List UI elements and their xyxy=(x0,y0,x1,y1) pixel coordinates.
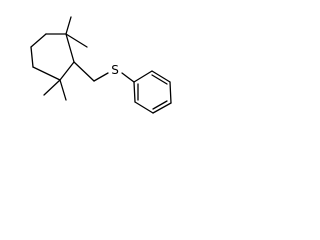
chain-bond xyxy=(73,61,95,82)
methyl-bond xyxy=(43,79,61,96)
methyl-bond xyxy=(59,79,67,101)
ring-bond xyxy=(133,81,136,103)
sulfur-atom-label: S xyxy=(111,63,119,77)
ring-bond xyxy=(169,81,172,104)
molecule-structure: S xyxy=(30,16,172,114)
ring-bond xyxy=(151,70,171,83)
methyl-groups xyxy=(43,16,88,101)
chain-bond xyxy=(121,72,135,83)
ring-bond xyxy=(152,102,172,114)
ring-bond xyxy=(133,70,153,83)
ring-bond xyxy=(30,33,47,48)
chain-bond xyxy=(93,72,109,82)
benzene-ring xyxy=(133,70,172,114)
double-bond-inner xyxy=(152,100,168,110)
double-bond-inner xyxy=(151,74,168,85)
side-chain xyxy=(73,61,135,83)
ring-bond xyxy=(30,46,34,68)
ring-bond xyxy=(59,61,75,81)
cyclohexane-ring xyxy=(30,33,75,81)
ring-bond xyxy=(65,33,75,63)
ring-bond xyxy=(134,101,154,114)
methyl-bond xyxy=(65,16,72,35)
ring-bond xyxy=(32,66,61,81)
methyl-bond xyxy=(65,33,88,48)
